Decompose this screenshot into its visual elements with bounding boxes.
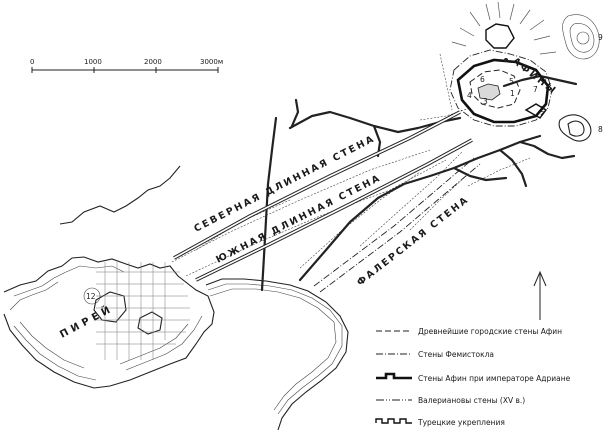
- coastline-north: [59, 165, 181, 225]
- north-long-wall: [173, 110, 461, 260]
- legend-label-hadrian: Стены Афин при императоре Адриане: [418, 374, 571, 383]
- marker-6: 6: [480, 75, 485, 84]
- phaleron-wall: [313, 157, 481, 293]
- legend-item-ancient: Древнейшие городские стены Афин: [376, 327, 562, 336]
- scale-tick-0: 0: [30, 58, 34, 66]
- marker-4: 4: [467, 91, 472, 100]
- piraeus-peninsula: 12: [3, 256, 215, 389]
- athens-city: 1 2 3 4 5 6 7 8 9 АФИНЫ: [449, 1, 603, 142]
- legend-item-themistocles: Стены Фемистокла: [376, 350, 494, 359]
- north-arrow: [533, 270, 547, 320]
- scale-bar: 0 1000 2000 3000м: [30, 58, 223, 73]
- legend-label-themistocles: Стены Фемистокла: [418, 350, 494, 359]
- marker-1: 1: [510, 89, 515, 98]
- scale-tick-1000: 1000: [84, 58, 102, 66]
- marker-8: 8: [598, 125, 603, 134]
- roads: [171, 53, 531, 277]
- legend-label-valerian: Валериановы стены (XV в.): [418, 396, 525, 405]
- label-south-long-wall: ЮЖНАЯ ДЛИННАЯ СТЕНА: [214, 172, 383, 265]
- legend-item-hadrian: Стены Афин при императоре Адриане: [376, 372, 571, 383]
- marker-3: 3: [483, 97, 488, 106]
- legend: Древнейшие городские стены Афин Стены Фе…: [375, 327, 571, 427]
- legend-label-turkish: Турецкие укрепления: [417, 418, 505, 427]
- label-phaleron-wall: ФАЛЕРСКАЯ СТЕНА: [355, 194, 471, 288]
- marker-12: 12: [86, 292, 96, 301]
- marker-9: 9: [598, 33, 603, 42]
- marker-5: 5: [509, 77, 514, 86]
- south-long-wall: [195, 138, 473, 282]
- marker-2: 2: [540, 105, 545, 114]
- marker-7: 7: [533, 85, 538, 94]
- legend-item-turkish: Турецкие укрепления: [375, 418, 505, 427]
- phaleron-bay: [205, 278, 349, 430]
- legend-label-ancient: Древнейшие городские стены Афин: [418, 327, 562, 336]
- scale-tick-2000: 2000: [144, 58, 162, 66]
- scale-tick-3000: 3000м: [200, 58, 223, 66]
- legend-item-valerian: Валериановы стены (XV в.): [376, 396, 525, 405]
- rivers: [260, 74, 578, 292]
